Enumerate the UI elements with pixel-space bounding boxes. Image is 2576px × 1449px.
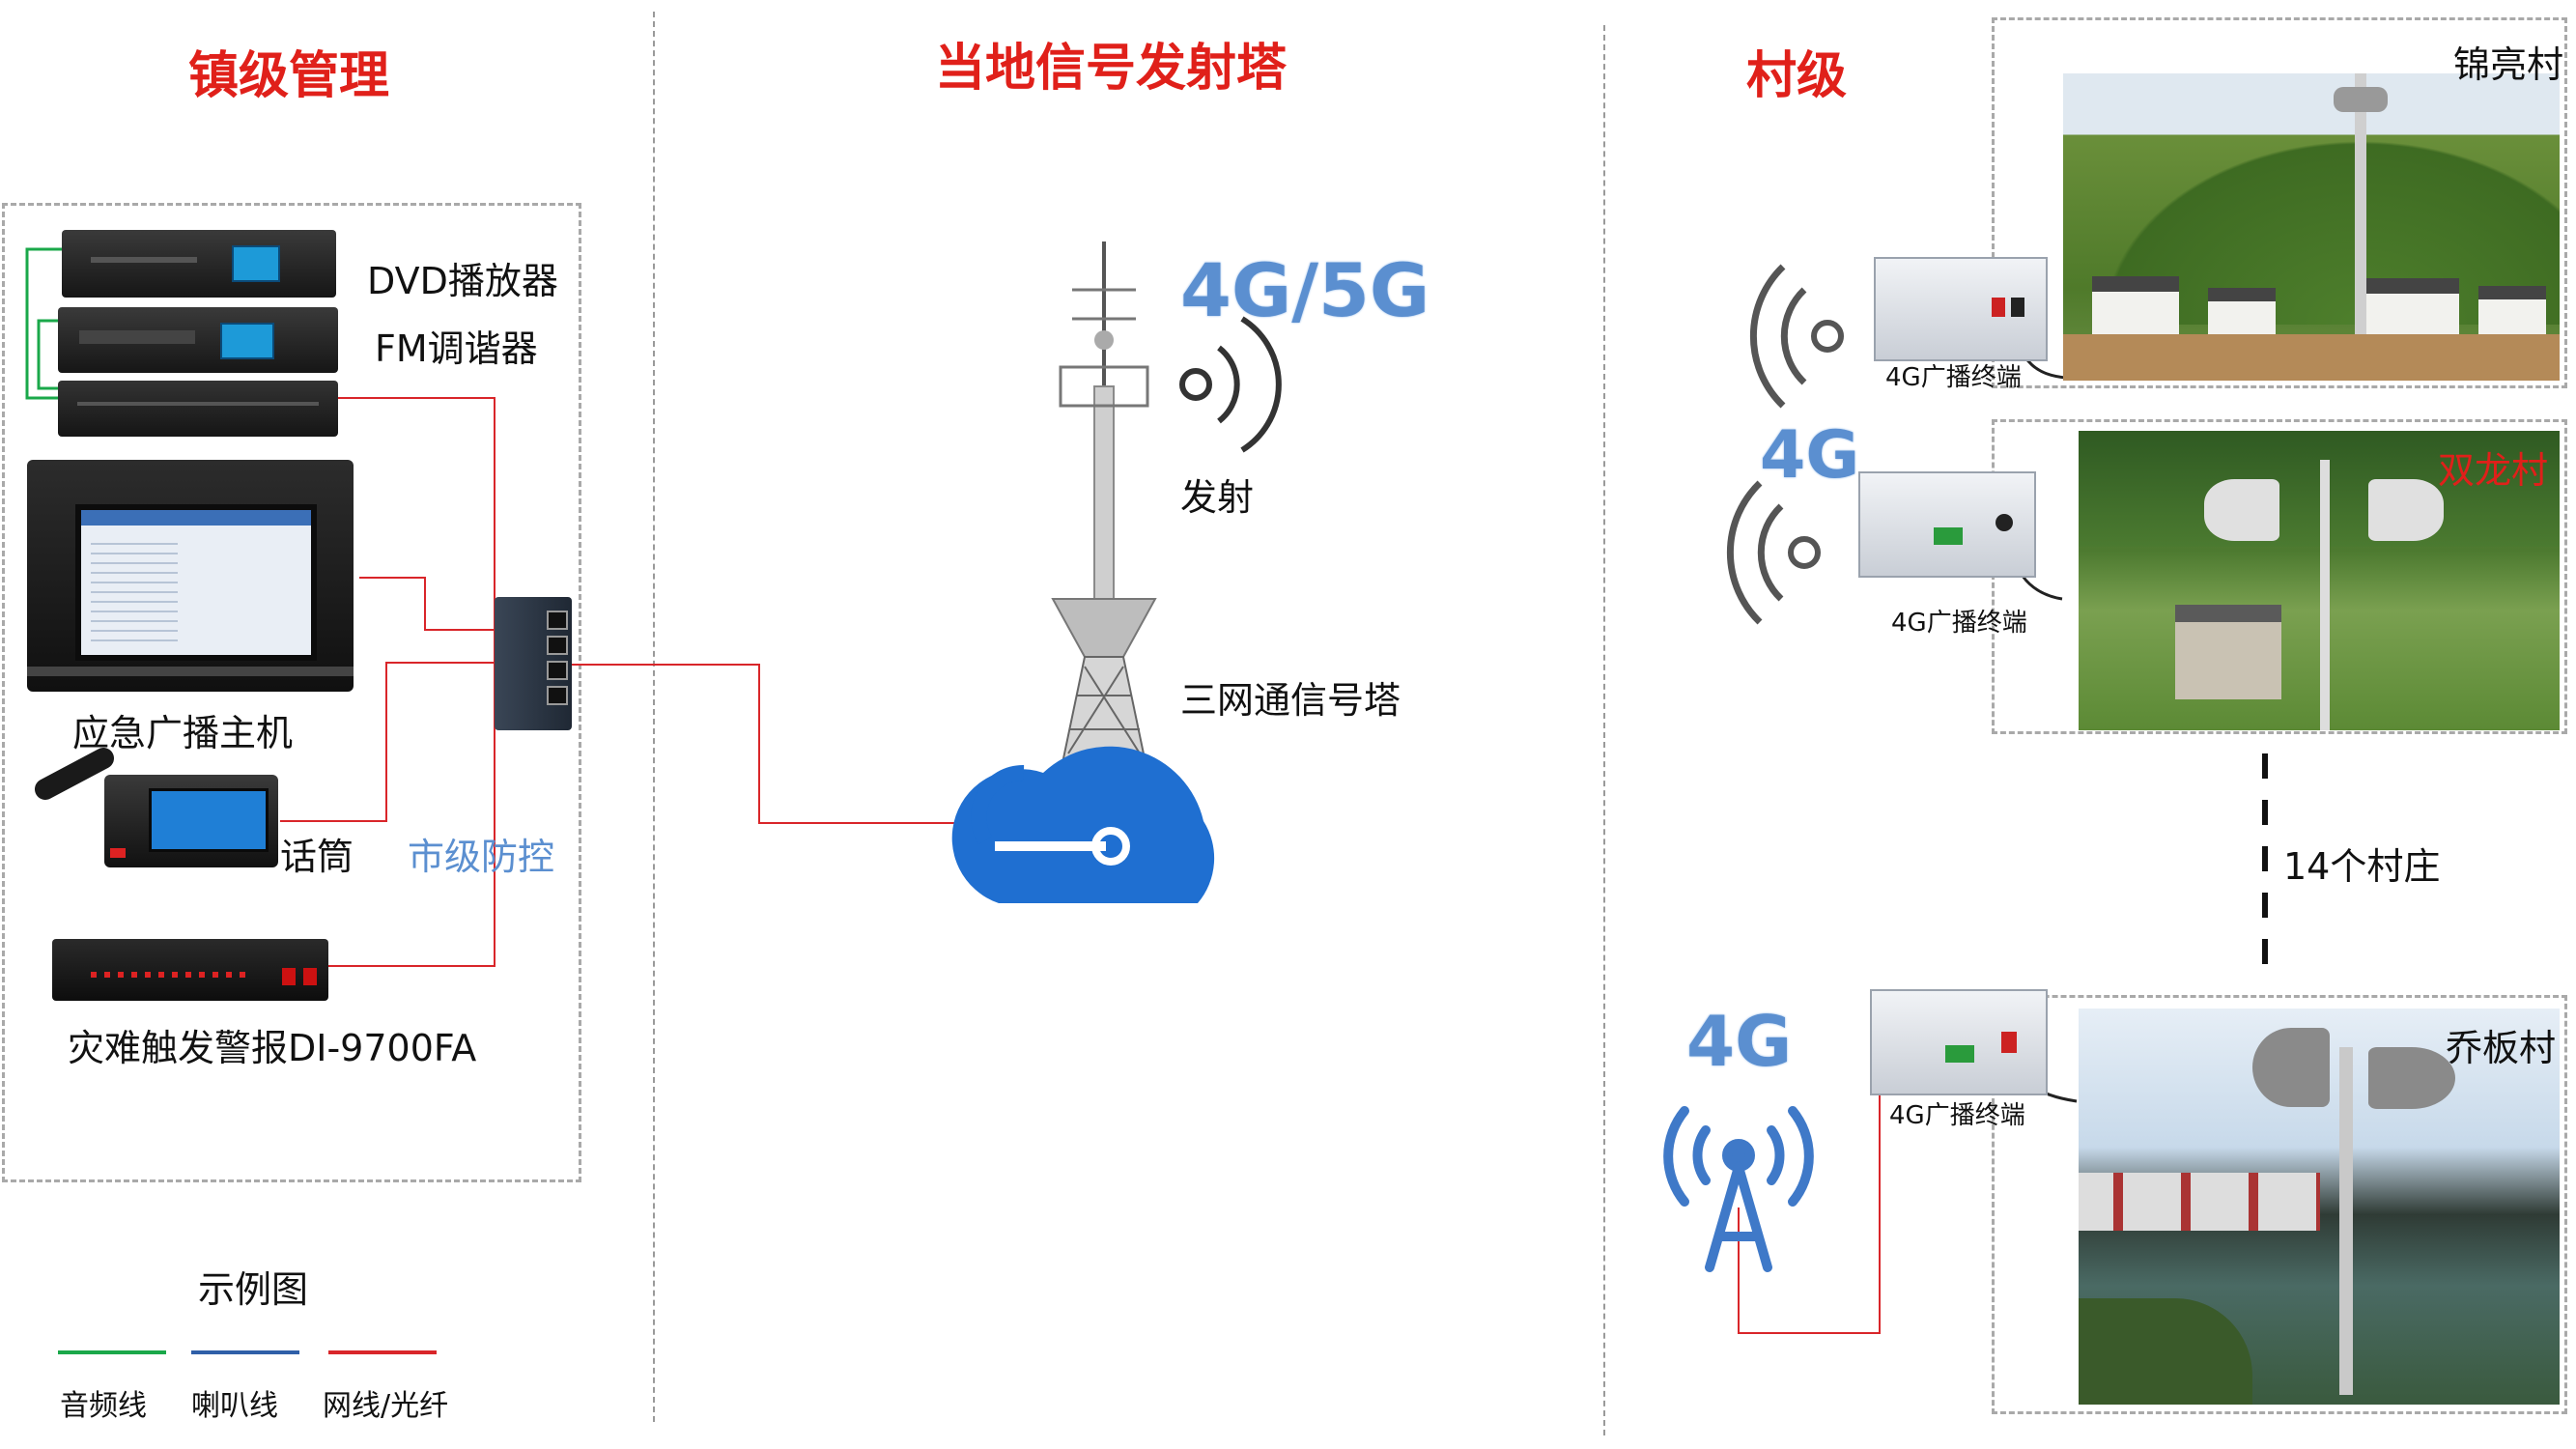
village-signal-label-3: 4G	[1686, 1001, 1793, 1082]
legend-speaker-line	[191, 1350, 299, 1354]
village-count-label: 14个村庄	[2283, 845, 2441, 888]
city-control-label: 市级防控	[408, 836, 555, 878]
alarm-device	[52, 939, 328, 1001]
tower-signal-label: 4G/5G	[1180, 247, 1430, 333]
village-photo-3	[2079, 1009, 2560, 1405]
amplifier-device	[58, 381, 338, 437]
village-photo-1	[2063, 73, 2560, 381]
terminal-label-2: 4G广播终端	[1891, 609, 2027, 638]
divider-left	[653, 12, 655, 1422]
terminal-label-1: 4G广播终端	[1885, 363, 2022, 392]
broadcast-terminal-2	[1858, 471, 2036, 578]
wifi-signal-icon-2	[1726, 480, 1821, 625]
dvd-label: DVD播放器	[367, 260, 558, 302]
alarm-label: 灾难触发警报DI-9700FA	[68, 1027, 477, 1069]
wifi-signal-icon-1	[1749, 264, 1844, 409]
emit-label: 发射	[1180, 476, 1255, 519]
village-name-1: 锦亮村	[2453, 43, 2564, 86]
village-box-3	[1992, 995, 2567, 1414]
microphone-label: 话筒	[280, 836, 354, 878]
tower-label: 三网通信号塔	[1180, 679, 1401, 722]
network-line	[1738, 1038, 1881, 1334]
microphone-device	[104, 775, 278, 867]
legend-audio-line	[58, 1350, 166, 1354]
antenna-tower-icon	[1663, 1106, 1814, 1272]
terminal-label-3: 4G广播终端	[1889, 1101, 2025, 1130]
village-box-1	[1992, 17, 2567, 388]
tower-title: 当地信号发射塔	[935, 40, 1288, 98]
village-photo-2	[2079, 431, 2560, 730]
dvd-player-device	[62, 230, 336, 298]
legend-audio-label: 音频线	[60, 1389, 147, 1423]
fm-tuner-device	[58, 307, 338, 373]
legend-network-label: 网线/光纤	[323, 1389, 449, 1423]
village-name-3: 乔板村	[2446, 1027, 2557, 1069]
divider-right	[1603, 25, 1605, 1435]
network-switch-device	[495, 597, 572, 730]
fm-label: FM调谐器	[375, 327, 538, 370]
legend-title: 示例图	[198, 1268, 309, 1311]
broadcast-host-device	[27, 460, 354, 692]
village-name-2: 双龙村	[2438, 449, 2549, 492]
broadcast-terminal-3	[1870, 989, 2048, 1095]
broadcast-host-label: 应急广播主机	[72, 712, 294, 754]
broadcast-terminal-1	[1874, 257, 2048, 361]
legend-speaker-label: 喇叭线	[191, 1389, 278, 1423]
village-signal-label-2: 4G	[1760, 417, 1860, 494]
town-title: 镇级管理	[188, 47, 390, 105]
legend-network-line	[328, 1350, 437, 1354]
village-title: 村级	[1746, 47, 1848, 105]
